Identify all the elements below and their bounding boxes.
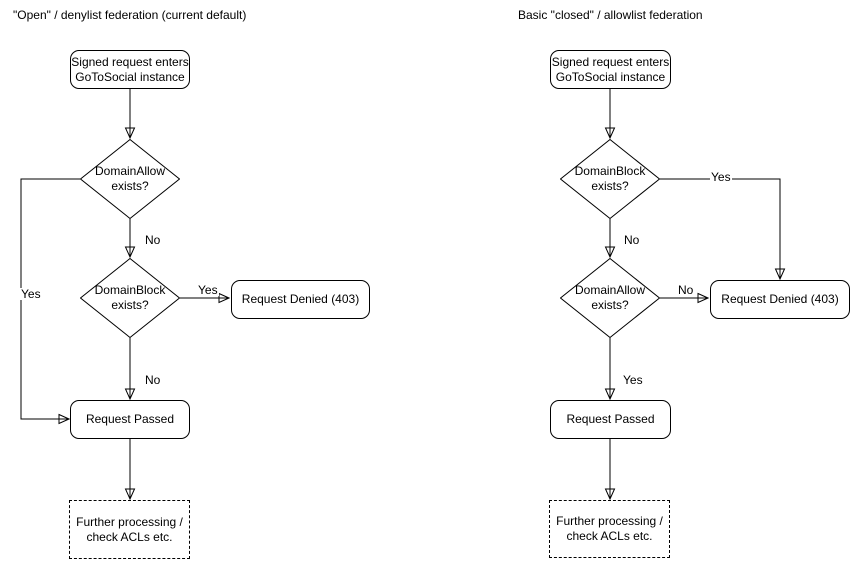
denylist-further-node: Further processing / check ACLs etc. [69,500,190,559]
allowlist-decision-domainblock-label: DomainBlock exists? [574,164,646,193]
allowlist-decision-domainallow-label: DomainAllow exists? [574,283,646,312]
denylist-label-domainallow-no: No [144,233,162,247]
denylist-denied-label: Request Denied (403) [241,292,360,306]
allowlist-denied-label: Request Denied (403) [721,292,839,306]
allowlist-further-node: Further processing / check ACLs etc. [549,500,670,558]
denylist-decision-domainallow-label: DomainAllow exists? [94,164,166,193]
denylist-label-domainblock-no: No [144,373,162,387]
denylist-further-label: Further processing / check ACLs etc. [76,514,183,544]
diamond-shape [80,258,180,338]
denylist-label-domainallow-yes: Yes [20,287,42,301]
allowlist-decision-domainblock: DomainBlock exists? [560,139,660,219]
allowlist-denied-node: Request Denied (403) [710,280,850,319]
denylist-passed-label: Request Passed [85,412,175,426]
diamond-shape [560,139,660,219]
denylist-label-domainblock-yes: Yes [197,283,219,297]
allowlist-label-domainblock-no: No [623,233,641,247]
allowlist-passed-node: Request Passed [550,400,671,439]
allowlist-start-node: Signed request enters GoToSocial instanc… [550,50,671,89]
denylist-passed-node: Request Passed [70,400,190,439]
allowlist-title: Basic "closed" / allowlist federation [518,8,703,22]
edge-allowlist-domainblock-yes [660,178,780,279]
denylist-start-label: Signed request enters GoToSocial instanc… [71,54,189,84]
allowlist-passed-label: Request Passed [566,412,655,426]
diamond-shape [560,258,660,338]
allowlist-decision-domainallow: DomainAllow exists? [560,258,660,338]
denylist-decision-domainblock: DomainBlock exists? [80,258,180,338]
denylist-decision-domainallow: DomainAllow exists? [80,139,180,219]
allowlist-label-domainblock-yes: Yes [710,170,732,184]
allowlist-label-domainallow-no: No [677,283,695,297]
denylist-start-node: Signed request enters GoToSocial instanc… [70,50,190,89]
allowlist-start-label: Signed request enters GoToSocial instanc… [551,54,670,84]
denylist-title: "Open" / denylist federation (current de… [13,8,247,22]
allowlist-further-label: Further processing / check ACLs etc. [556,514,663,543]
denylist-decision-domainblock-label: DomainBlock exists? [94,283,166,312]
diamond-shape [80,139,180,219]
allowlist-label-domainallow-yes: Yes [622,373,644,387]
denylist-denied-node: Request Denied (403) [231,280,370,319]
